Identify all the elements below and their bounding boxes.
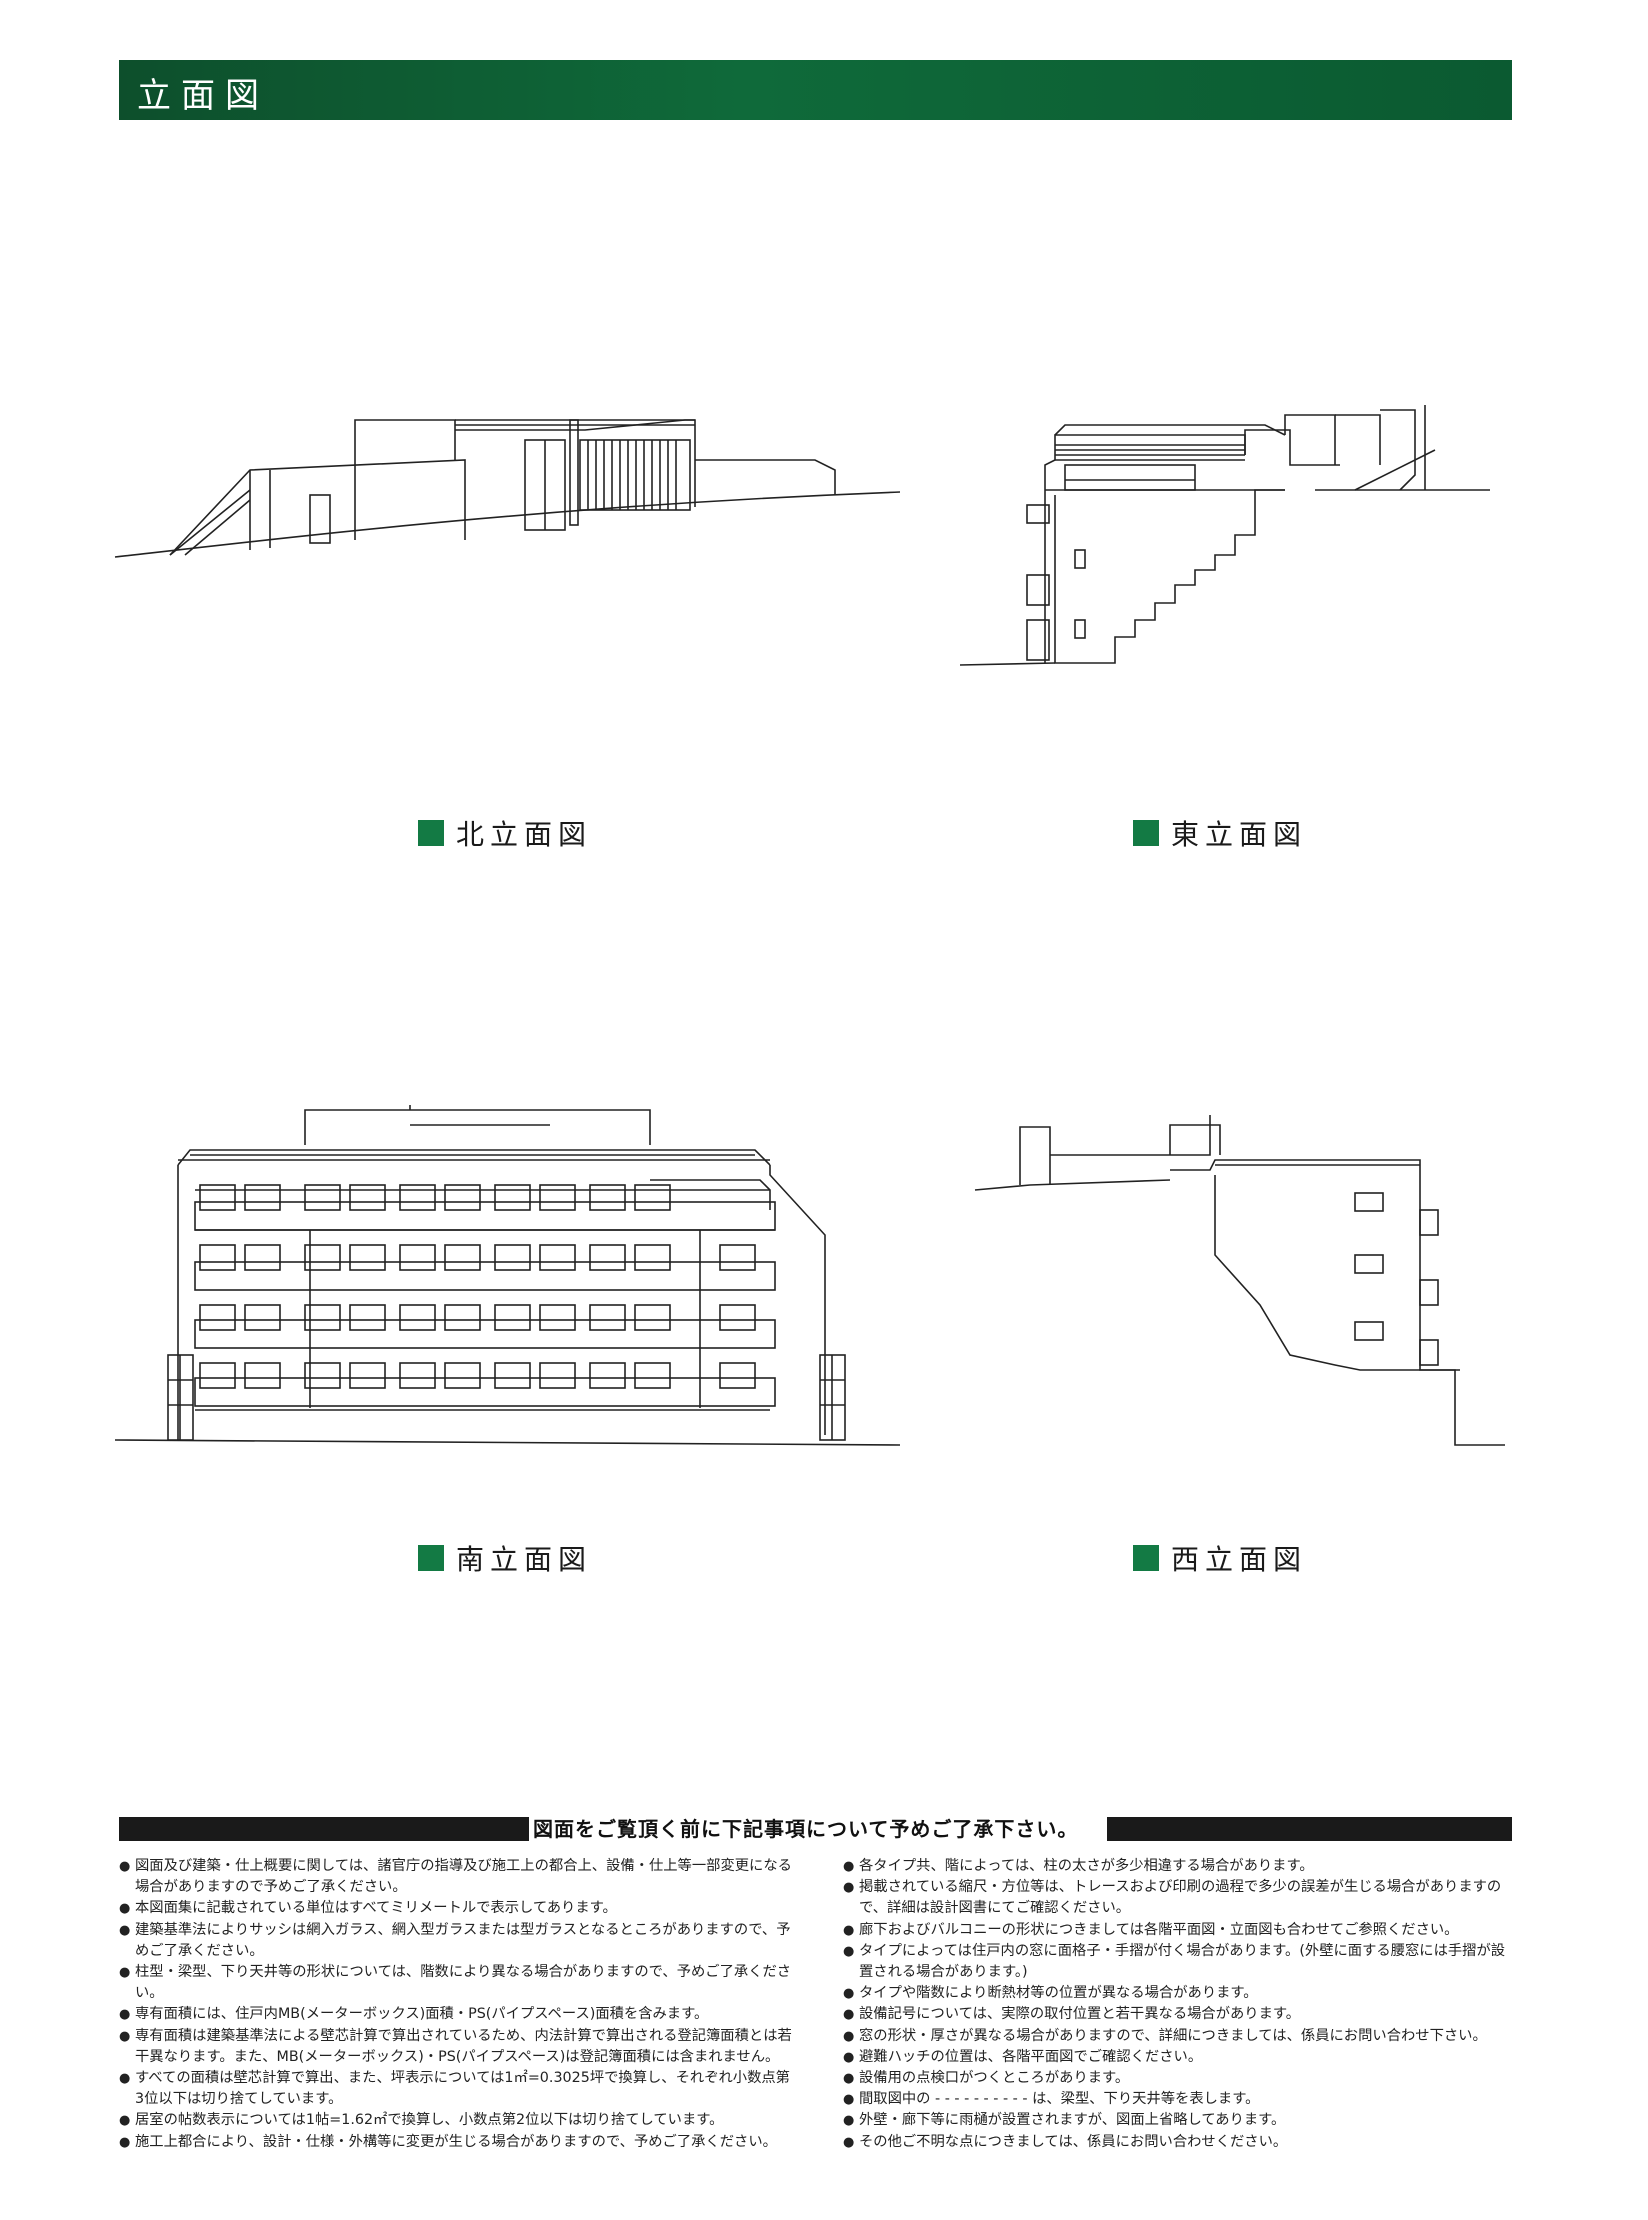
page-title: 立面図 [137, 76, 269, 116]
note-item: 各タイプ共、階によっては、柱の太さが多少相違する場合があります。 [843, 1856, 1515, 1877]
west-elevation-drawing [970, 1115, 1520, 1455]
north-elevation-drawing [110, 400, 910, 580]
notice-header: 図面をご覧頂く前に下記事項について予めご了承下さい。 [119, 1817, 1512, 1841]
note-item: 建築基準法によりサッシは網入ガラス、網入型ガラスまたは型ガラスとなるところがあり… [119, 1920, 795, 1962]
notice-bar-left [119, 1817, 529, 1841]
caption-marker [1133, 1545, 1159, 1571]
note-item: 設備記号については、実際の取付位置と若干異なる場合があります。 [843, 2004, 1515, 2025]
caption-marker [418, 820, 444, 846]
note-item: 居室の帖数表示については1帖=1.62㎡で換算し、小数点第2位以下は切り捨てして… [119, 2110, 795, 2131]
note-item: 図面及び建築・仕上概要に関しては、諸官庁の指導及び施工上の都合上、設備・仕上等一… [119, 1856, 795, 1898]
caption-marker [418, 1545, 444, 1571]
west-elevation-caption: 西立面図 [1133, 1538, 1307, 1578]
note-item: 本図面集に記載されている単位はすべてミリメートルで表示してあります。 [119, 1898, 795, 1919]
south-elevation-caption: 南立面図 [418, 1538, 592, 1578]
south-elevation-drawing [110, 1100, 910, 1460]
north-elevation-caption: 北立面図 [418, 813, 592, 853]
note-item: タイプや階数により断熱材等の位置が異なる場合があります。 [843, 1983, 1515, 2004]
notice-title: 図面をご覧頂く前に下記事項について予めご了承下さい。 [533, 1817, 1079, 1841]
east-elevation-drawing [955, 405, 1515, 675]
notes-right-column: 各タイプ共、階によっては、柱の太さが多少相違する場合があります。 掲載されている… [843, 1856, 1515, 2153]
note-item: 施工上都合により、設計・仕様・外構等に変更が生じる場合がありますので、予めご了承… [119, 2132, 795, 2153]
note-item: 外壁・廊下等に雨樋が設置されますが、図面上省略してあります。 [843, 2110, 1515, 2131]
note-item: 専有面積には、住戸内MB(メーターボックス)面積・PS(パイプスペース)面積を含… [119, 2004, 795, 2025]
notice-bar-right [1107, 1817, 1512, 1841]
caption-marker [1133, 820, 1159, 846]
note-item: タイプによっては住戸内の窓に面格子・手摺が付く場合があります。(外壁に面する腰窓… [843, 1941, 1515, 1983]
note-item: 設備用の点検口がつくところがあります。 [843, 2068, 1515, 2089]
note-item: 掲載されている縮尺・方位等は、トレースおよび印刷の過程で多少の誤差が生じる場合が… [843, 1877, 1515, 1919]
east-elevation-caption: 東立面図 [1133, 813, 1307, 853]
note-item: 間取図中の - - - - - - - - - - は、梁型、下り天井等を表しま… [843, 2089, 1515, 2110]
note-item: 避難ハッチの位置は、各階平面図でご確認ください。 [843, 2047, 1515, 2068]
note-item: すべての面積は壁芯計算で算出、また、坪表示については1㎡=0.3025坪で換算し… [119, 2068, 795, 2110]
note-item: その他ご不明な点につきましては、係員にお問い合わせください。 [843, 2132, 1515, 2153]
note-item: 廊下およびバルコニーの形状につきましては各階平面図・立面図も合わせてご参照くださ… [843, 1920, 1515, 1941]
section-header: 立面図 [119, 60, 1512, 120]
notes-left-column: 図面及び建築・仕上概要に関しては、諸官庁の指導及び施工上の都合上、設備・仕上等一… [119, 1856, 795, 2176]
note-item: 柱型・梁型、下り天井等の形状については、階数により異なる場合がありますので、予め… [119, 1962, 795, 2004]
note-item: 窓の形状・厚さが異なる場合がありますので、詳細につきましては、係員にお問い合わせ… [843, 2026, 1515, 2047]
note-item: 専有面積は建築基準法による壁芯計算で算出されているため、内法計算で算出される登記… [119, 2026, 795, 2068]
